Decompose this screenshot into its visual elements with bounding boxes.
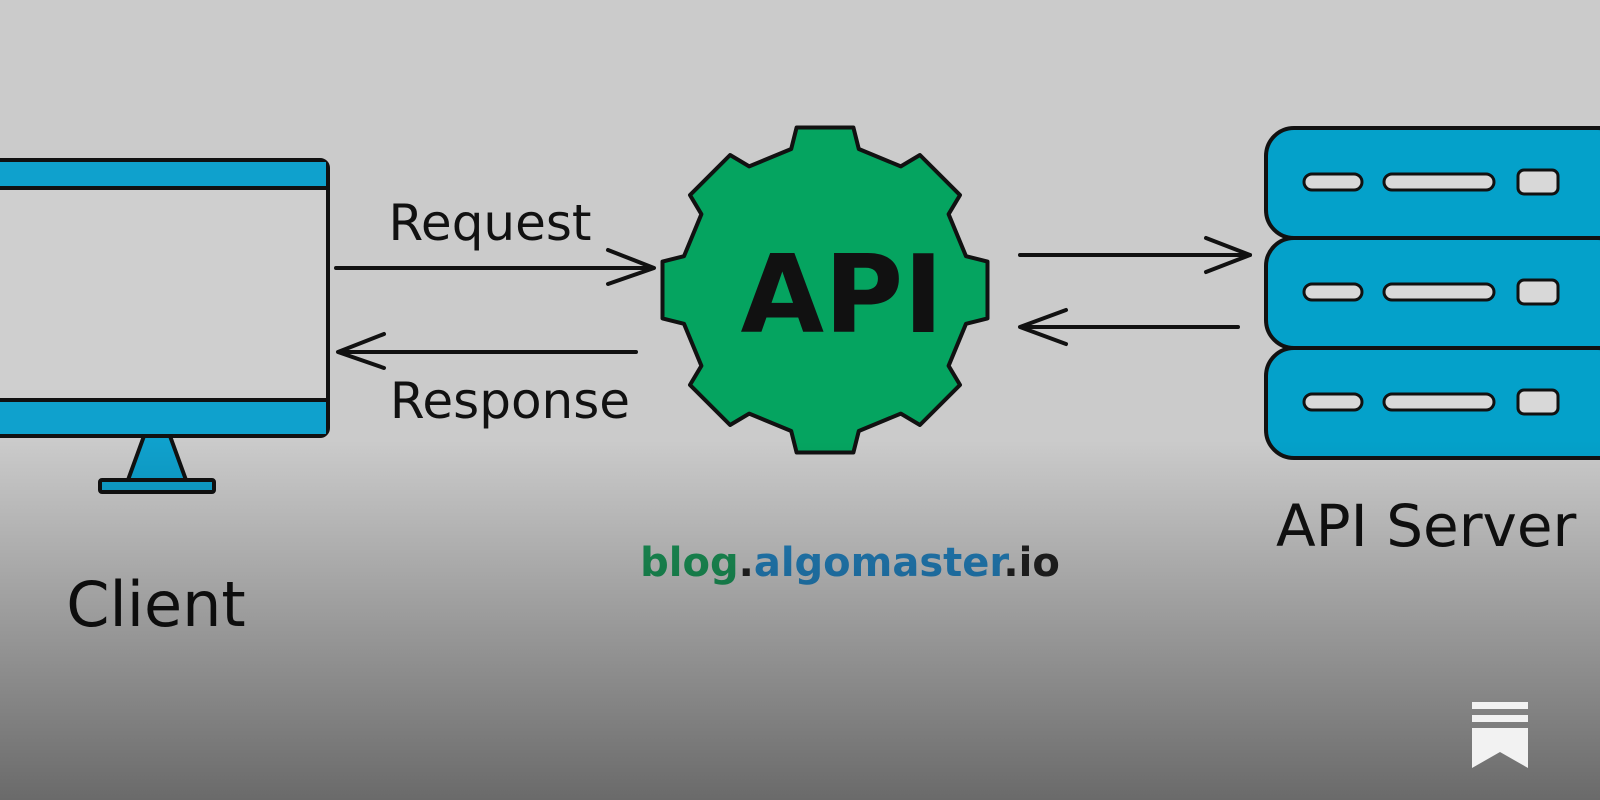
response-label: Response	[390, 372, 630, 430]
watermark-part-algomaster: algomaster	[754, 540, 1010, 586]
watermark-dot: .	[739, 540, 754, 586]
request-label: Request	[388, 194, 591, 252]
watermark-part-io: io	[1019, 540, 1060, 586]
gear-icon: API	[660, 125, 990, 455]
api-server-label: API Server	[1276, 492, 1577, 560]
server-unit	[1264, 236, 1600, 350]
watermark-part-blog: blog	[640, 540, 738, 586]
bookmark-icon	[1472, 702, 1528, 768]
response-arrow	[336, 332, 638, 370]
api-label: API	[741, 233, 944, 358]
server-unit	[1264, 126, 1600, 240]
api-to-server-arrow	[1018, 236, 1252, 274]
monitor-icon	[0, 158, 330, 494]
request-arrow	[334, 248, 656, 286]
watermark-dot: .	[1003, 540, 1018, 586]
server-rack-icon	[1264, 126, 1600, 460]
client-label: Client	[66, 568, 246, 641]
server-to-api-arrow	[1018, 308, 1240, 346]
watermark: blog.algomaster.io	[640, 540, 1060, 586]
server-unit	[1264, 346, 1600, 460]
